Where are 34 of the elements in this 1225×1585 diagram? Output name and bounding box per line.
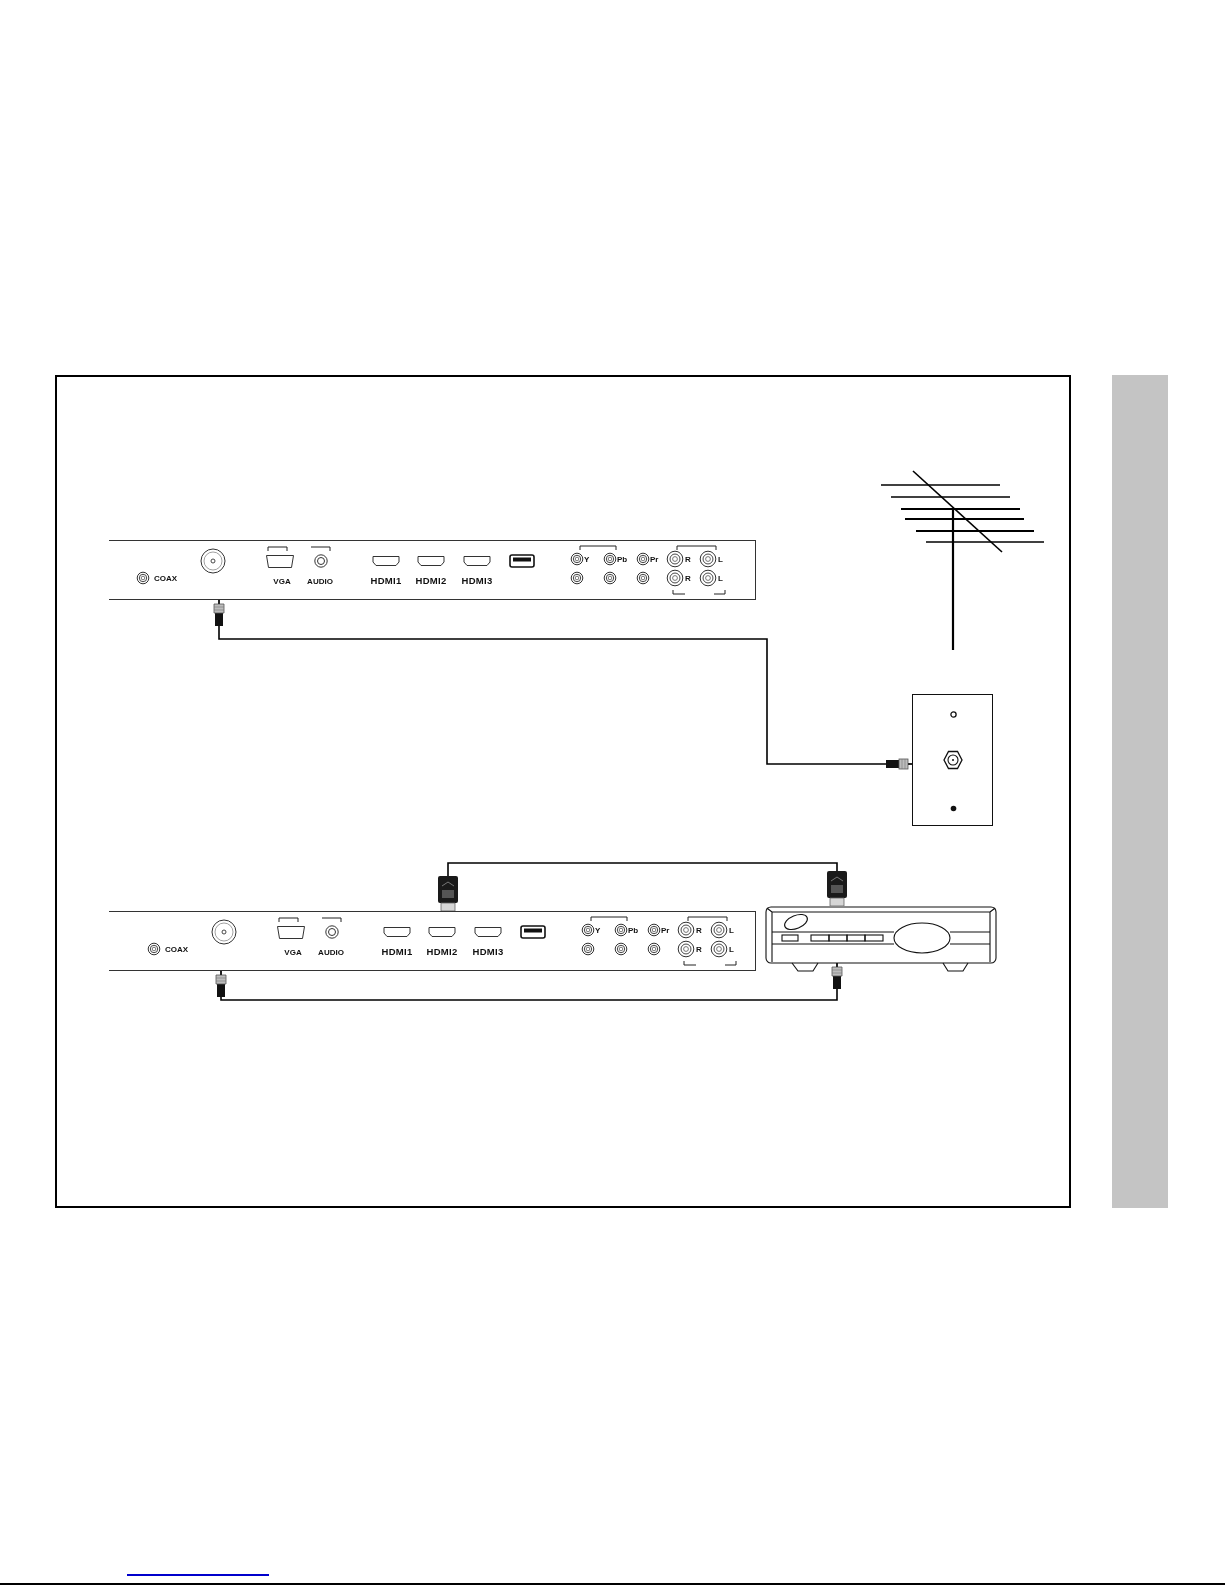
cable	[213, 599, 913, 770]
port-label: AUDIO	[318, 947, 344, 957]
port-label: R	[696, 925, 702, 935]
port-label: HDMI3	[461, 576, 493, 586]
port-label: HDMI3	[472, 947, 504, 957]
port-label: Y	[595, 925, 601, 935]
port-label: AUDIO	[307, 576, 333, 586]
port-label: HDMI2	[426, 947, 458, 957]
port-label: L	[718, 554, 723, 564]
wall-plate	[912, 694, 993, 826]
port-label: HDMI2	[415, 576, 447, 586]
port-label: Y	[584, 554, 590, 564]
port-label: COAX	[154, 573, 178, 583]
cable	[215, 962, 843, 1001]
set-top-box-drawing	[765, 906, 997, 972]
port-label: R	[685, 573, 691, 583]
tv-back-panel	[109, 540, 756, 600]
port-label: Pb	[628, 925, 639, 935]
port-label: R	[696, 944, 702, 954]
port-label: COAX	[165, 944, 189, 954]
port-label: Pb	[617, 554, 628, 564]
side-tab	[1112, 375, 1168, 1208]
port-label: L	[729, 944, 734, 954]
port-label: HDMI1	[381, 947, 413, 957]
port-label: VGA	[273, 576, 291, 586]
port-label: VGA	[284, 947, 302, 957]
port-label: HDMI1	[370, 576, 402, 586]
port-label: L	[718, 573, 723, 583]
port-label: Pr	[650, 554, 659, 564]
port-label: Pr	[661, 925, 670, 935]
port-label: L	[729, 925, 734, 935]
tv-back-panel	[109, 911, 756, 971]
cable	[437, 862, 848, 912]
port-label: R	[685, 554, 691, 564]
